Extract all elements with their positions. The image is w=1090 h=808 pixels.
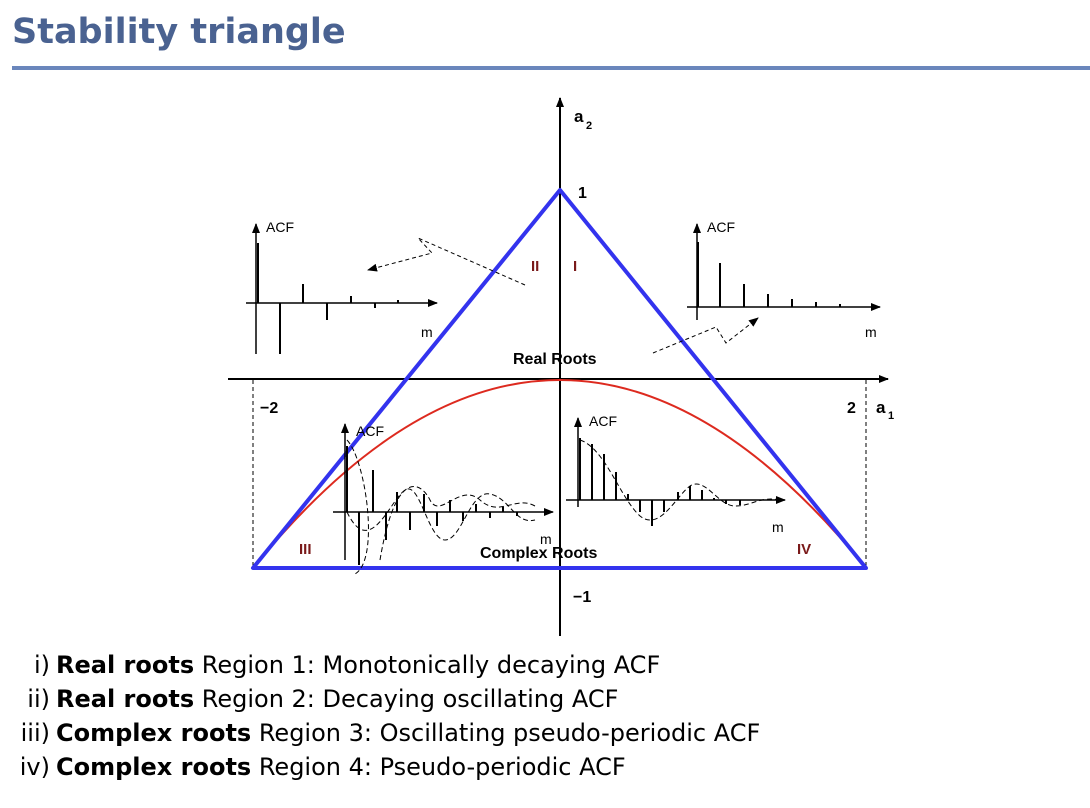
a1-axis-label: a [876,398,886,417]
acf-label: ACF [356,423,384,439]
acf-inset-region-i: ACF m [687,219,881,340]
acf-label: ACF [707,219,735,235]
acf-envelope-upper [346,439,369,575]
legend-description: Region 2: Decaying oscillating ACF [194,685,619,713]
a1-axis-subscript: 1 [888,410,894,422]
region-label-iii: III [299,541,312,558]
region-label-ii: II [531,258,539,275]
tick-a1-minus-two: −2 [260,400,278,417]
stability-triangle-diagram: a 2 a 1 1 −1 −2 2 I II III IV Real Roots… [228,97,894,636]
complex-roots-boundary [252,379,867,569]
acf-envelope [379,486,536,561]
acf-label: ACF [589,413,617,429]
legend-description: Region 3: Oscillating pseudo-periodic AC… [251,719,761,747]
legend-item: i)Real roots Region 1: Monotonically dec… [0,648,760,682]
legend-root-type: Complex roots [56,753,252,781]
page-title: Stability triangle [12,12,346,52]
legend-root-type: Real roots [56,651,195,679]
region-label-i: I [573,258,577,275]
lag-label: m [772,519,784,535]
legend-description: Region 4: Pseudo-periodic ACF [251,753,626,781]
legend-item: iv)Complex roots Region 4: Pseudo-period… [0,750,760,784]
a2-axis-subscript: 2 [586,120,592,132]
a2-axis-label: a [574,107,584,126]
legend-number: ii) [27,685,50,713]
legend-item: iii)Complex roots Region 3: Oscillating … [0,716,761,750]
pointer-region-ii [367,237,526,286]
pointer-region-i [652,317,759,354]
lag-label: m [540,531,552,547]
lag-label: m [421,324,433,340]
acf-inset-region-iii: ACF m [333,423,554,575]
acf-inset-region-iv: ACF m [566,413,786,535]
acf-envelope [579,439,781,521]
tick-a2-plus-one: 1 [578,185,587,202]
acf-envelope [346,488,536,541]
legend-root-type: Complex roots [56,719,252,747]
tick-a2-minus-one: −1 [573,589,591,606]
acf-inset-region-ii: ACF m [246,219,438,354]
legend-number: iii) [20,719,50,747]
title-divider [12,66,1090,70]
lag-label: m [865,324,877,340]
stability-triangle [251,188,868,570]
acf-label: ACF [266,219,294,235]
legend-item: ii) Real roots Region 2: Decaying oscilla… [0,682,760,716]
region-label-iv: IV [797,541,811,558]
legend-number: i) [33,651,50,679]
region-legend: i)Real roots Region 1: Monotonically dec… [0,648,761,784]
legend-number: iv) [19,753,50,781]
tick-a1-plus-two: 2 [847,400,856,417]
real-roots-label: Real Roots [513,351,597,368]
legend-root-type: Real roots [56,685,195,713]
complex-roots-label: Complex Roots [480,545,597,562]
legend-description: Region 1: Monotonically decaying ACF [194,651,661,679]
